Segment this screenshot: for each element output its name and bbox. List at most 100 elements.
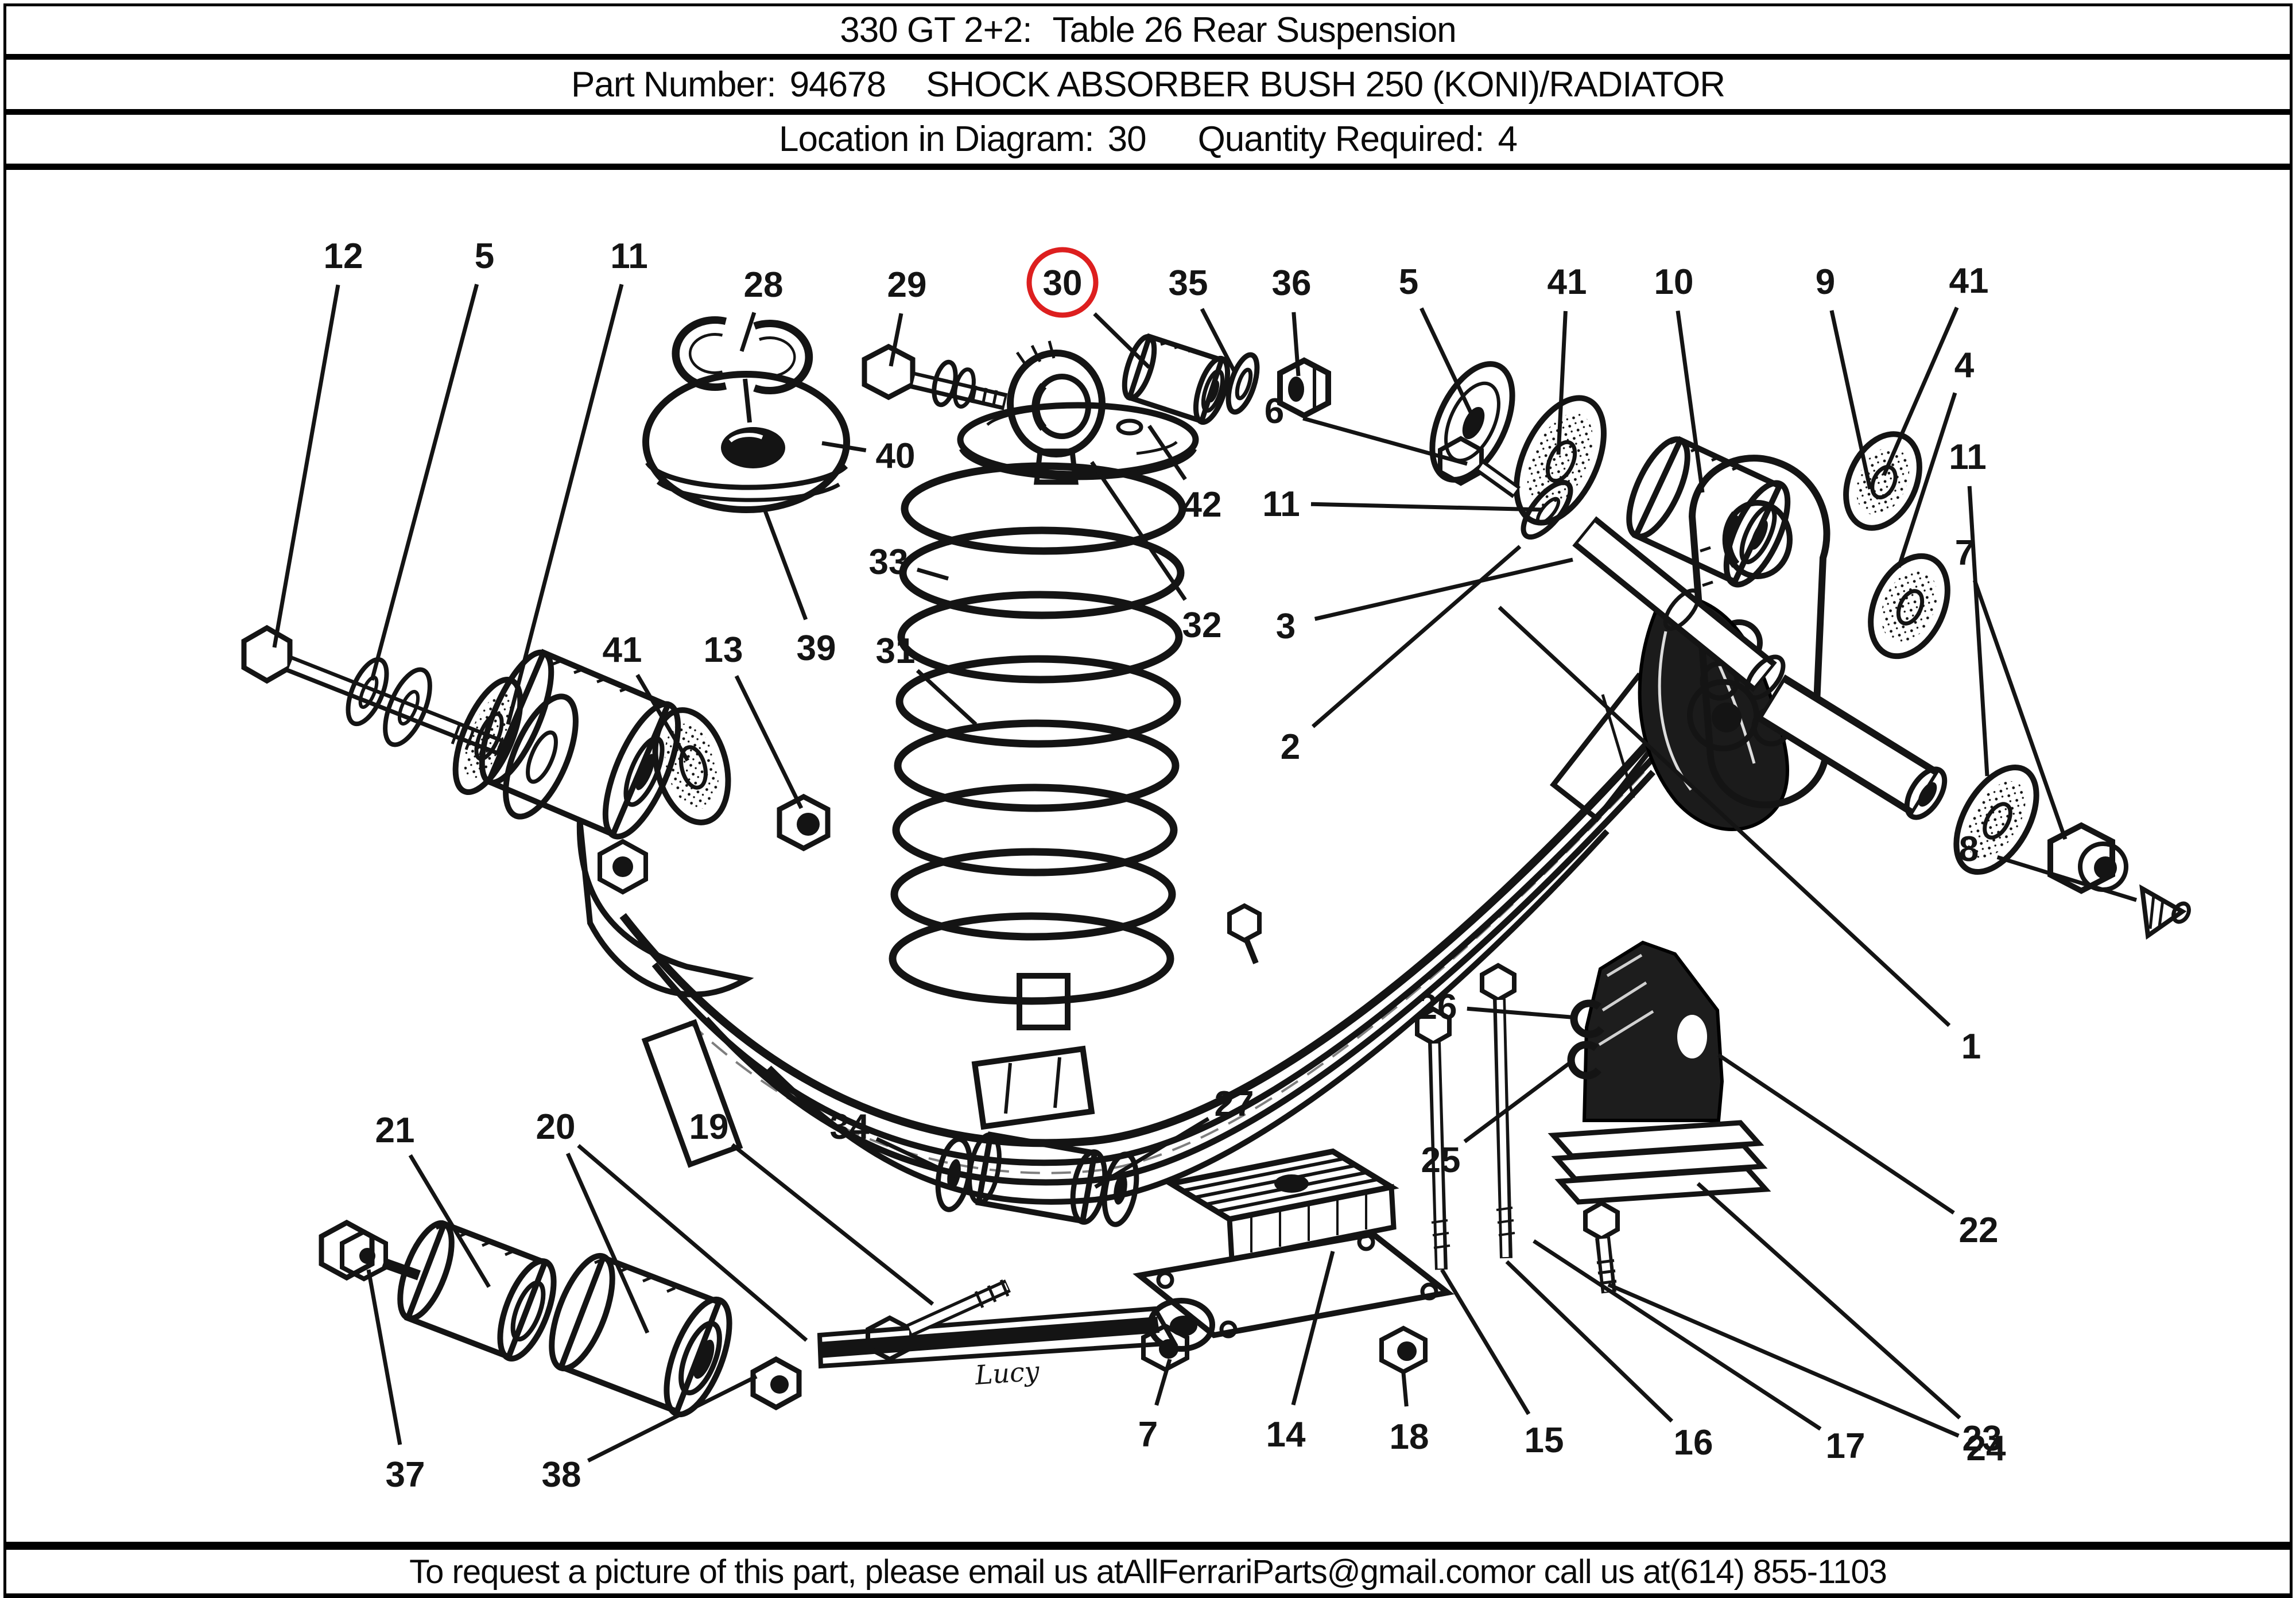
callout-label-5: 5 [1399,262,1418,302]
callout-label-42: 42 [1182,485,1222,525]
leader-line-18 [1401,1372,1409,1407]
leader-line-40 [821,441,867,453]
callout-label-17: 17 [1826,1426,1865,1466]
page-border-right [2290,3,2293,1598]
leader-line-37 [366,1269,402,1445]
leader-line-19 [731,1143,934,1306]
footer-email[interactable]: AllFerrariParts@gmail.com [1123,1553,1507,1591]
callout-label-41: 41 [1548,262,1587,302]
separator-footer [3,1542,2293,1550]
callout-label-38: 38 [542,1455,581,1495]
footer-phone[interactable]: (614) 855-1103 [1669,1553,1887,1591]
leader-line-22 [1717,1053,1955,1215]
leader-line-24 [1607,1282,1960,1438]
callout-label-29: 29 [887,265,927,305]
part-description: SHOCK ABSORBER BUSH 250 (KONI)/RADIATOR [926,64,1725,104]
leader-line-38 [587,1374,758,1463]
separator-3 [3,164,2293,170]
radius-arm-assembly: Lucy [319,1148,1455,1418]
table-title: Table 26 Rear Suspension [1052,10,1457,50]
bump-stop-assembly [1548,940,1771,1294]
page-border-top [3,3,2293,6]
leader-line-27 [1094,1116,1210,1189]
leader-line-13 [734,675,804,809]
callout-label-31: 31 [876,631,916,671]
leader-line-26 [1467,1006,1571,1019]
page-border-left [3,3,6,1598]
callout-label-25: 25 [1421,1141,1461,1180]
front-spring-hanger [479,649,831,998]
leader-line-35 [1200,308,1238,374]
leader-line-10 [1676,311,1705,493]
leader-line-20 [577,1144,808,1342]
leader-line-42 [1147,425,1187,480]
callout-label-27: 27 [1215,1084,1254,1124]
callout-label-39: 39 [797,629,836,668]
leader-line-31 [916,669,978,726]
callout-label-19: 19 [689,1107,729,1147]
callout-label-41: 41 [603,630,642,670]
callout-label-7: 7 [1138,1415,1158,1455]
part-number-label: Part Number: [571,64,777,104]
leader-line-20 [565,1153,650,1334]
callout-label-23: 23 [1963,1419,2002,1459]
part-number-row: Part Number: 94678 SHOCK ABSORBER BUSH 2… [6,60,2290,109]
callout-label-12: 12 [324,236,363,276]
leader-line-5 [1420,307,1473,413]
footer-text-2: or call us at [1506,1553,1670,1591]
leader-line-5 [370,284,479,681]
leader-line-7 [1972,579,2068,840]
leader-line-39 [761,505,808,620]
separator-1 [3,54,2293,60]
leader-line-17 [1533,1239,1822,1431]
callout-label-36: 36 [1272,263,1312,303]
leader-line-1 [1498,606,1951,1027]
leader-line-4 [1896,392,1957,568]
callout-label-3: 3 [1276,607,1296,646]
leader-line-16 [1505,1260,1674,1423]
leader-line-23 [1696,1182,1961,1419]
callout-label-16: 16 [1674,1423,1713,1463]
model-title: 330 GT 2+2: [840,10,1032,50]
quantity-label: Quantity Required: [1197,119,1485,159]
leader-line-6 [1302,416,1468,466]
callout-label-13: 13 [704,630,743,670]
callout-label-37: 37 [386,1455,425,1495]
callout-label-10: 10 [1654,262,1694,302]
callout-label-6: 6 [1265,391,1284,431]
leader-line-41 [1556,311,1568,455]
callout-label-21: 21 [375,1111,415,1150]
leader-line-7 [1154,1359,1172,1406]
leader-line-8 [1996,855,2138,902]
leader-line-3 [1314,557,1573,621]
rear-suspension-exploded-diagram: Lucy 12511282930353654110941411786114233… [241,236,2191,1495]
title-row: 330 GT 2+2: Table 26 Rear Suspension [6,6,2290,54]
location-label: Location in Diagram: [778,119,1095,159]
long-mounting-bolts [1415,963,1517,1270]
callout-label-32: 32 [1182,606,1222,645]
page-border-bottom [3,1593,2293,1598]
leader-line-21 [408,1154,491,1288]
callout-label-28: 28 [744,265,784,305]
callout-label-24: 24 [1967,1429,2006,1468]
callout-label-11: 11 [1949,437,1987,477]
spring-center-mount [935,1045,1139,1227]
location-value: 30 [1107,119,1147,159]
callout-label-14: 14 [1266,1415,1306,1455]
callout-label-30: 30 [1043,263,1083,303]
leader-line-29 [889,313,903,367]
leader-line-33 [916,568,949,581]
callout-label-26: 26 [1418,987,1457,1027]
split-collar-and-spring-seat [642,316,850,513]
leader-line-28 [739,312,757,352]
leader-line-32 [1090,461,1187,601]
leader-line-34 [875,1137,961,1180]
callout-label-2: 2 [1281,727,1300,767]
leader-line-14 [1291,1251,1335,1406]
rear-shackle-link-assembly [1429,361,2191,940]
illustrator-signature: Lucy [974,1355,1041,1391]
footer-text: To request a picture of this part, pleas… [409,1553,1123,1591]
callout-label-15: 15 [1525,1421,1564,1460]
leader-line-2 [1311,545,1522,728]
